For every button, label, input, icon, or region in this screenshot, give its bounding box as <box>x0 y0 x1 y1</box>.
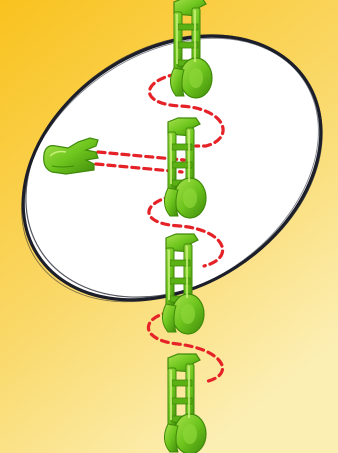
connector-piece <box>43 137 99 175</box>
dashed-connector-2-3 <box>147 194 225 268</box>
dashed-connector-3-4 <box>146 310 225 384</box>
dashed-connector-1-2 <box>147 72 225 148</box>
